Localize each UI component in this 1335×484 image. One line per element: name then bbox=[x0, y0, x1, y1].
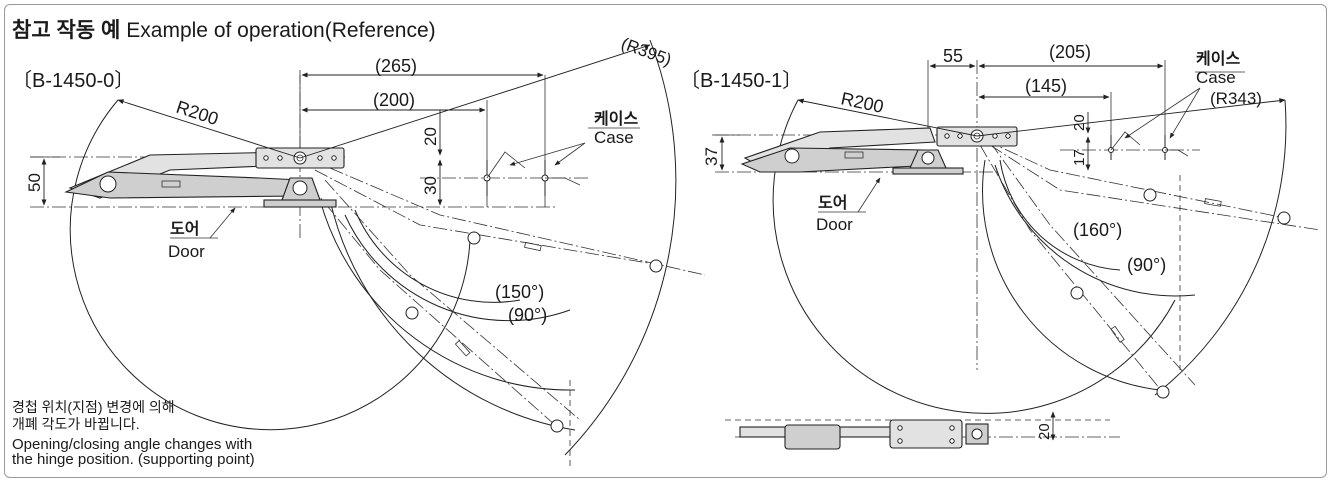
left-angle-150: (150°) bbox=[495, 282, 544, 302]
left-r395-leader bbox=[299, 44, 651, 159]
left-door-open-2 bbox=[309, 184, 556, 426]
left-door-slot bbox=[161, 180, 181, 188]
right-dim-r343: (R343) bbox=[1210, 89, 1262, 108]
right-base-plate bbox=[892, 167, 964, 175]
left-dim-50: 50 bbox=[25, 173, 44, 192]
right-model-code: 〔B-1450-1〕 bbox=[680, 70, 803, 92]
right-angle-arc-160 bbox=[999, 159, 1121, 271]
left-r200-arc bbox=[69, 99, 471, 431]
left-dim-20: 20 bbox=[421, 127, 440, 146]
right-open-pivot-1 bbox=[1143, 188, 1157, 202]
left-door-korean: 도어 bbox=[170, 220, 199, 238]
right-open-pivot-2 bbox=[1277, 211, 1291, 225]
left-open-slot-2 bbox=[454, 340, 471, 357]
right-drawing: 55 (205) (145) (R343) R200 37 20 17 20 (… bbox=[702, 42, 1321, 450]
left-dim-r395: (R395) bbox=[619, 34, 674, 70]
left-angle-90: (90°) bbox=[508, 305, 547, 325]
left-r200-leader bbox=[117, 99, 301, 159]
right-bottom-pivot bbox=[971, 428, 983, 440]
right-open-pivot-3 bbox=[1070, 286, 1084, 300]
note-korean-line-2: 개폐 각도가 바뀝니다. bbox=[12, 416, 140, 432]
right-door-english: Door bbox=[816, 215, 853, 234]
right-angle-arc-90 bbox=[994, 164, 1196, 297]
right-open-slot-2 bbox=[1110, 325, 1125, 343]
right-open-pivot-4 bbox=[1156, 385, 1170, 399]
right-dim-17: 17 bbox=[1071, 149, 1088, 166]
left-base-plate bbox=[263, 199, 337, 208]
left-model-code: 〔B-1450-0〕 bbox=[12, 70, 135, 92]
left-dim-200: (200) bbox=[373, 90, 415, 110]
left-door-pivot bbox=[99, 175, 117, 193]
right-open-slot-1 bbox=[1204, 198, 1222, 207]
right-dim-55: 55 bbox=[943, 46, 963, 66]
right-case-korean: 케이스 bbox=[1196, 50, 1240, 68]
right-door-open-1 bbox=[984, 139, 1286, 219]
left-swing-arc-1 bbox=[319, 199, 576, 391]
right-r200-leader bbox=[797, 98, 978, 137]
right-dim-20: 20 bbox=[1071, 114, 1088, 131]
left-open-slot-1 bbox=[524, 241, 542, 252]
heading-english: Example of operation(Reference) bbox=[126, 19, 436, 42]
figure-frame bbox=[4, 4, 1327, 478]
note-english-line-2: the hinge position. (supporting point) bbox=[12, 451, 255, 468]
left-door-open-1b bbox=[329, 167, 706, 276]
left-door-english: Door bbox=[168, 242, 205, 261]
right-door-open-1b bbox=[989, 144, 1321, 231]
left-bracket-pivot bbox=[292, 180, 308, 196]
left-open-pivot-2 bbox=[649, 259, 663, 273]
right-r343-arc bbox=[1154, 99, 1287, 396]
left-open-pivot-1 bbox=[467, 231, 481, 245]
left-open-pivot-3 bbox=[405, 306, 419, 320]
right-door-pivot bbox=[784, 148, 800, 164]
right-dim-37: 37 bbox=[702, 147, 721, 166]
right-r343-leader bbox=[976, 98, 1286, 137]
right-bracket-pivot bbox=[921, 151, 935, 165]
left-case-english: Case bbox=[594, 128, 634, 147]
right-angle-90: (90°) bbox=[1127, 255, 1166, 275]
left-open-pivot-4 bbox=[550, 419, 564, 433]
note-korean-line-1: 경첩 위치(지점) 변경에 의해 bbox=[12, 399, 175, 415]
right-bottom-link bbox=[784, 424, 841, 450]
right-door-korean: 도어 bbox=[818, 194, 847, 212]
right-door-slot bbox=[844, 151, 864, 159]
right-dim-20b: 20 bbox=[1036, 423, 1053, 440]
left-angle-arc-90 bbox=[344, 214, 571, 322]
note-english-line-1: Opening/closing angle changes with bbox=[12, 436, 253, 453]
right-swing-arc-1 bbox=[982, 159, 1161, 391]
heading-korean: 참고 작동 예 bbox=[12, 19, 121, 42]
right-case-english: Case bbox=[1196, 68, 1236, 87]
left-angle-arc-150 bbox=[354, 209, 521, 303]
right-door-open-2b bbox=[989, 141, 1196, 386]
right-door-open-2 bbox=[979, 144, 1166, 396]
right-angle-160: (160°) bbox=[1073, 220, 1122, 240]
right-dim-205: (205) bbox=[1049, 42, 1091, 62]
left-door-open-2b bbox=[324, 179, 581, 421]
left-case-korean: 케이스 bbox=[594, 110, 638, 128]
left-dim-265: (265) bbox=[375, 56, 417, 76]
right-bottom-hinge-plate bbox=[889, 419, 963, 449]
right-dim-r200: R200 bbox=[839, 88, 885, 117]
left-dim-r200: R200 bbox=[174, 97, 221, 129]
left-swing-arc-2 bbox=[329, 199, 576, 431]
left-dim-30: 30 bbox=[421, 176, 440, 195]
left-r395-arc bbox=[564, 39, 677, 456]
right-dim-145: (145) bbox=[1025, 76, 1067, 96]
left-door-open-1 bbox=[314, 169, 661, 266]
left-drawing: (265) (200) (R395) R200 50 20 30 (150°) … bbox=[25, 34, 706, 470]
